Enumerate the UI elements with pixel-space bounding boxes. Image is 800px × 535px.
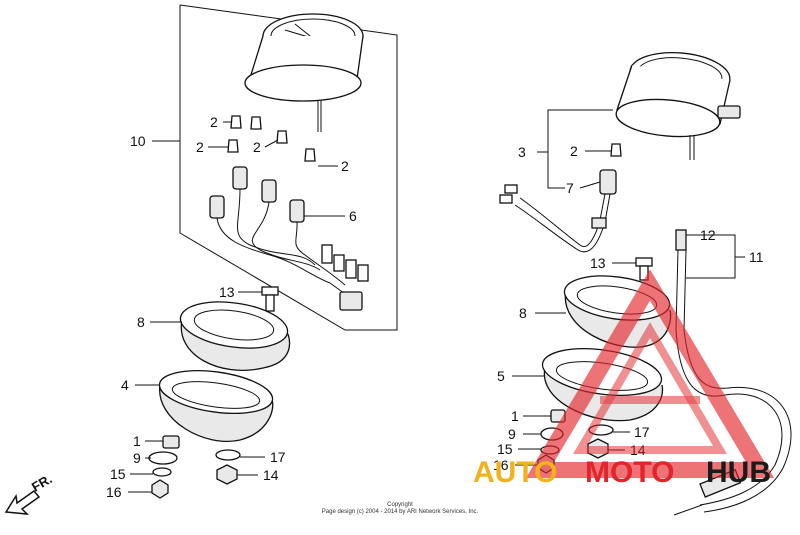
callout-7: 7 <box>566 180 574 196</box>
watermark-hub: HUB <box>706 456 771 489</box>
bezel-8-left <box>179 301 291 371</box>
watermark-text: AUTO MOTO HUB <box>473 456 771 489</box>
copyright-block: Copyright Page design (c) 2004 - 2014 by… <box>322 502 479 515</box>
callout-13: 13 <box>219 284 235 300</box>
callout-16: 16 <box>106 484 122 500</box>
callout-17: 17 <box>270 449 286 465</box>
callout-8: 8 <box>519 305 527 321</box>
bulb-2-set-left <box>227 115 316 162</box>
callout-2: 2 <box>196 139 204 155</box>
left-assembly: FR. <box>4 4 398 515</box>
callout-4: 4 <box>121 377 129 393</box>
bolt-13-left <box>261 286 279 312</box>
copyright-line-1: Copyright <box>387 502 413 508</box>
meter-case-10 <box>244 13 364 132</box>
callout-8: 8 <box>137 314 145 330</box>
callout-16: 16 <box>493 457 509 473</box>
socket-harness-6 <box>209 166 369 311</box>
callout-10: 10 <box>130 133 146 149</box>
front-arrow-icon: FR. <box>4 471 55 515</box>
callout-12: 12 <box>700 227 716 243</box>
callout-6: 6 <box>349 208 357 224</box>
leaders-right <box>512 109 745 466</box>
leaders-left <box>128 121 345 493</box>
bulb-socket-right <box>499 143 622 253</box>
automotohub-logo-icon <box>525 269 775 478</box>
callout-9: 9 <box>508 426 516 442</box>
cover-4-left <box>158 370 274 442</box>
callout-9: 9 <box>133 450 141 466</box>
callout-2: 2 <box>341 158 349 174</box>
watermark-auto: AUTO <box>473 456 557 489</box>
copyright-line-2: Page design (c) 2004 - 2014 by ARI Netwo… <box>322 509 479 515</box>
watermark-moto: MOTO <box>585 456 674 489</box>
callout-14: 14 <box>263 467 279 483</box>
meter-3 <box>615 52 741 160</box>
callout-13: 13 <box>590 255 606 271</box>
callout-2: 2 <box>253 139 261 155</box>
callout-17: 17 <box>634 424 650 440</box>
callout-1: 1 <box>511 408 519 424</box>
callout-5: 5 <box>497 368 505 384</box>
callout-2: 2 <box>570 143 578 159</box>
callout-15: 15 <box>497 441 513 457</box>
hardware-left <box>148 435 241 499</box>
callout-15: 15 <box>110 466 126 482</box>
callout-2: 2 <box>210 114 218 130</box>
callout-3: 3 <box>518 144 526 160</box>
callout-1: 1 <box>133 433 141 449</box>
callout-11: 11 <box>749 249 764 265</box>
